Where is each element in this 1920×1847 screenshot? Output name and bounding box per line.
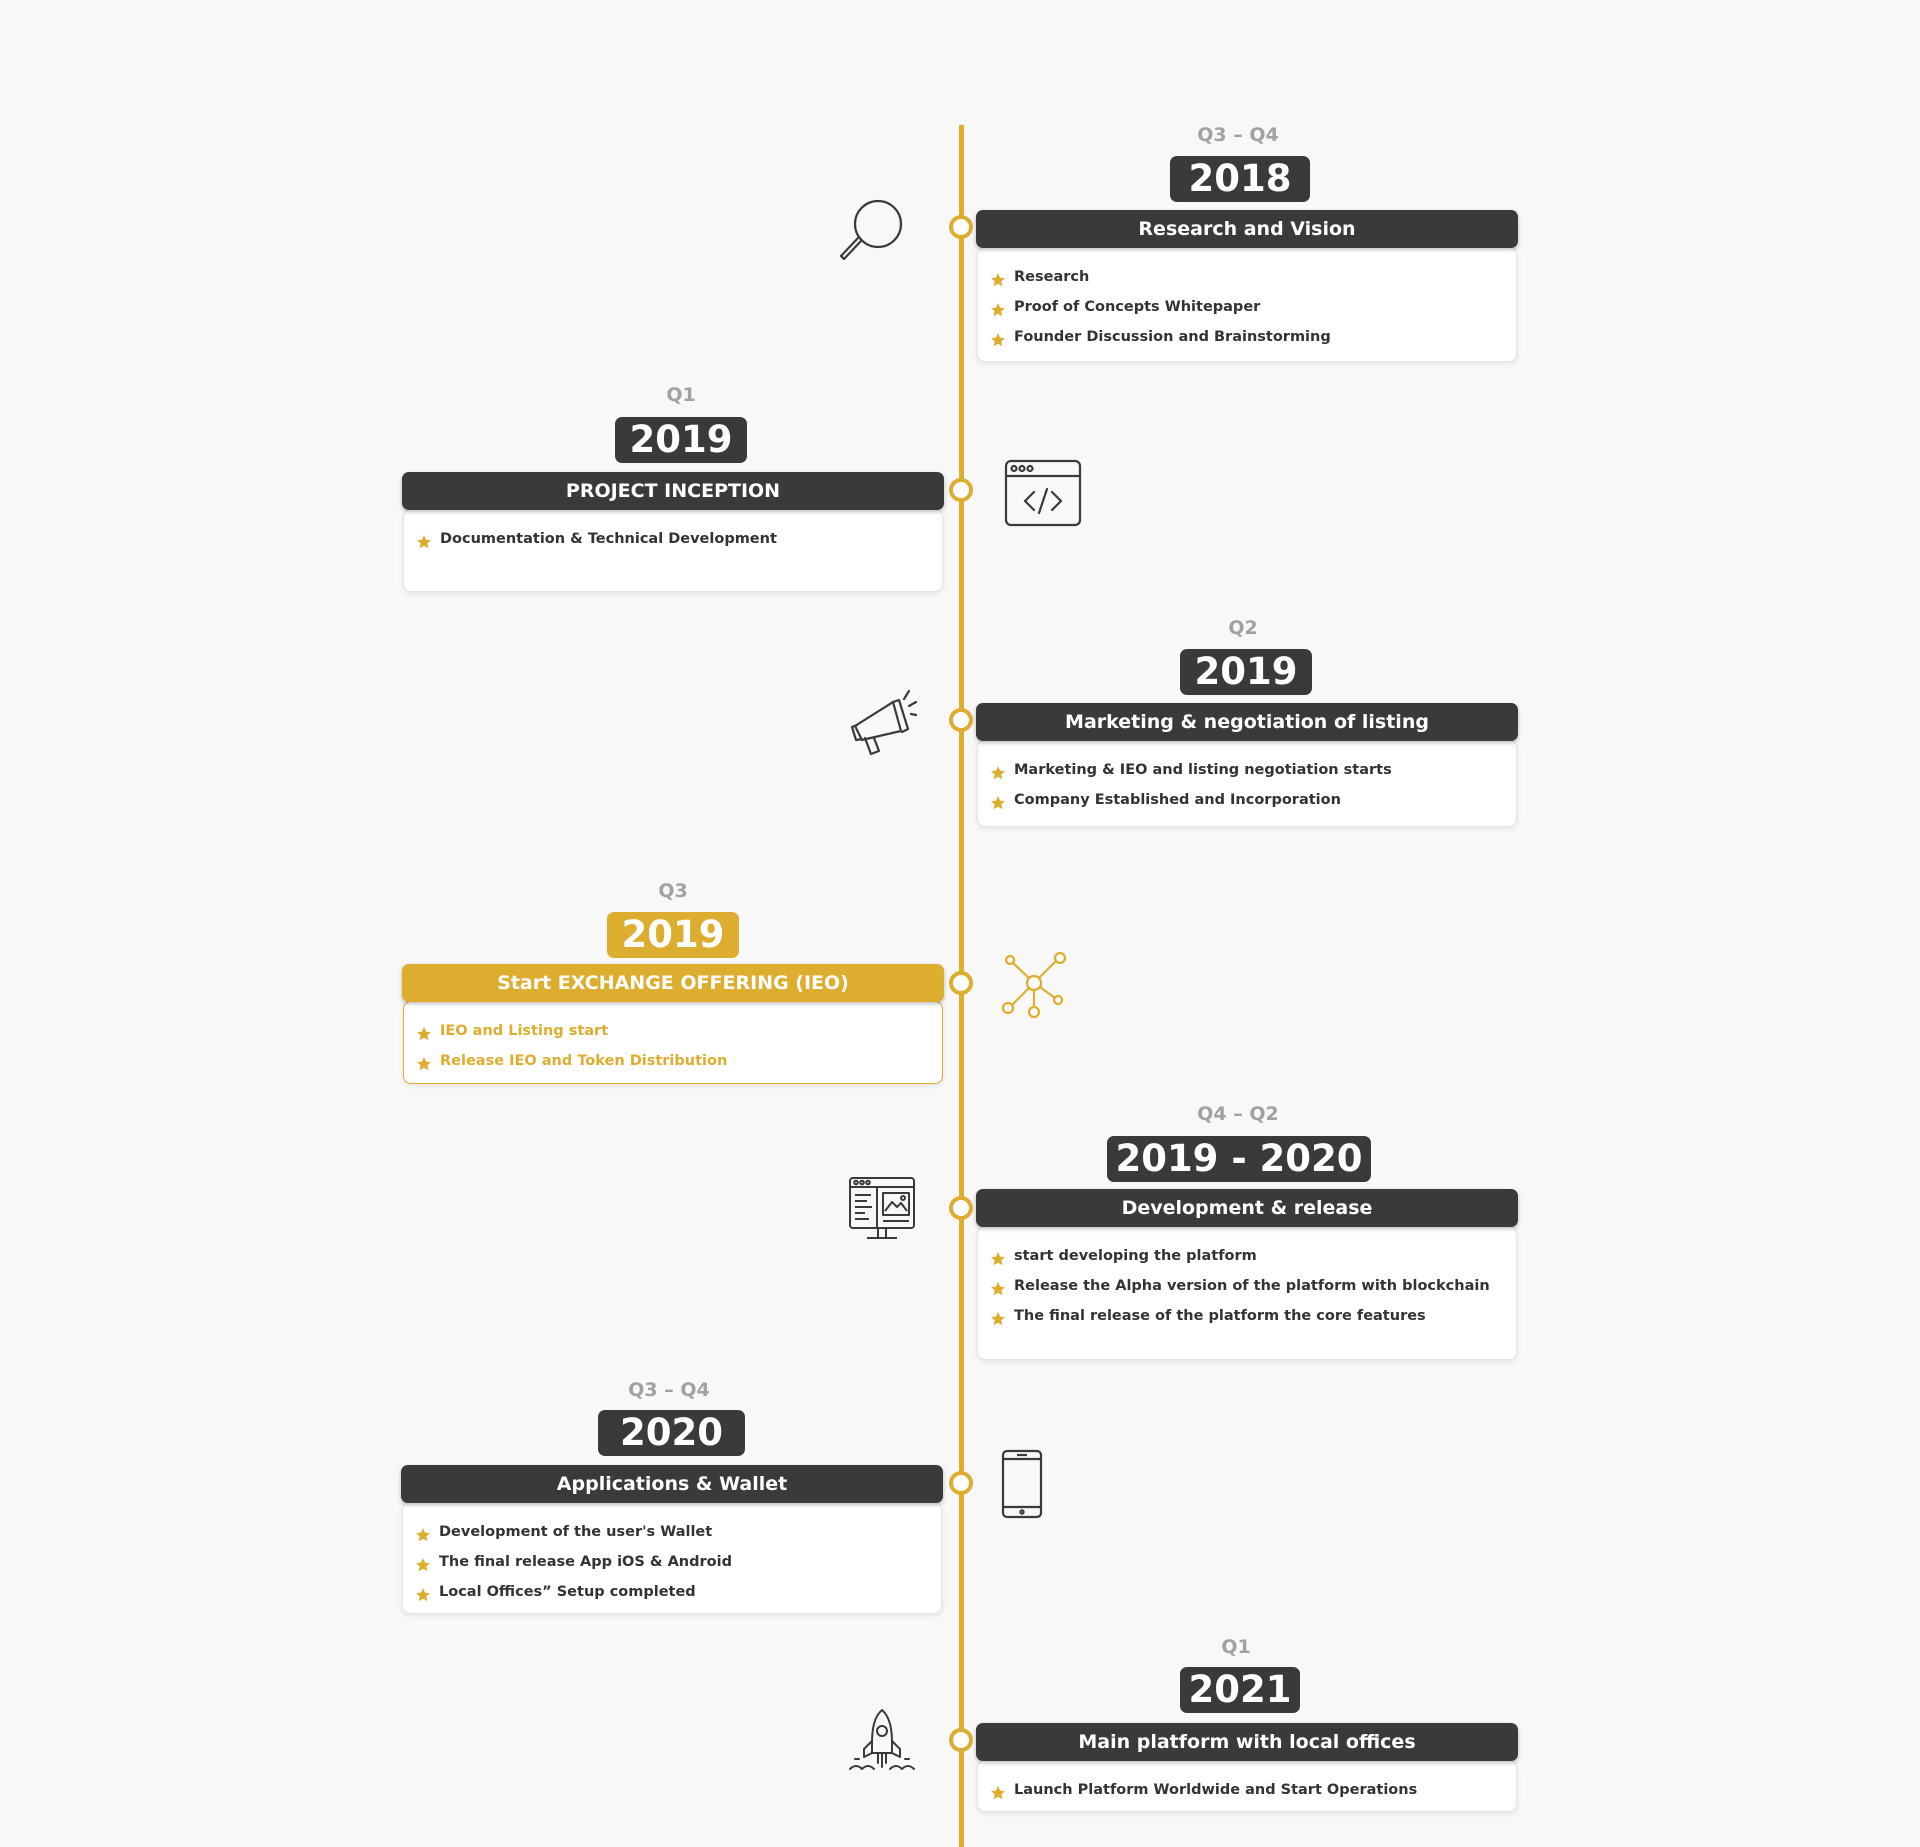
quarter-label: Q3 – Q4 — [628, 1379, 710, 1401]
year-badge: 2019 — [615, 417, 747, 463]
milestone-item: Local Offices” Setup completed — [415, 1577, 929, 1607]
milestone-title: Main platform with local offices — [976, 1723, 1518, 1761]
milestone-item: IEO and Listing start — [416, 1016, 930, 1046]
megaphone-icon — [847, 688, 918, 758]
timeline-node — [949, 1728, 973, 1752]
quarter-label: Q1 — [666, 384, 696, 406]
timeline-node — [949, 478, 973, 502]
milestone-title: PROJECT INCEPTION — [402, 472, 944, 510]
smartphone-icon — [1000, 1449, 1044, 1519]
network-nodes-icon — [1000, 950, 1070, 1020]
code-window-icon — [1003, 458, 1083, 528]
star-icon — [990, 792, 1006, 810]
year-badge: 2019 - 2020 — [1107, 1136, 1371, 1182]
milestone-card: PROJECT INCEPTION Documentation & Technic… — [402, 472, 944, 592]
milestone-item: The final release of the platform the co… — [990, 1301, 1504, 1331]
milestone-items: Launch Platform Worldwide and Start Oper… — [978, 1761, 1516, 1805]
star-icon — [990, 329, 1006, 347]
milestone-item-text: Local Offices” Setup completed — [439, 1584, 696, 1600]
year-badge: 2018 — [1170, 156, 1310, 202]
quarter-label: Q1 — [1221, 1636, 1251, 1658]
milestone-item-text: start developing the platform — [1014, 1248, 1257, 1264]
milestone-item: Marketing & IEO and listing negotiation … — [990, 755, 1504, 785]
timeline-node — [949, 1196, 973, 1220]
milestone-item-text: Documentation & Technical Development — [440, 531, 777, 547]
quarter-label: Q3 — [658, 880, 688, 902]
quarter-label: Q3 – Q4 — [1197, 124, 1279, 146]
milestone-title: Development & release — [976, 1189, 1518, 1227]
star-icon — [415, 1554, 431, 1572]
star-icon — [415, 1524, 431, 1542]
milestone-item-text: Development of the user's Wallet — [439, 1524, 713, 1540]
milestone-item: Release IEO and Token Distribution — [416, 1046, 930, 1076]
magnifier-icon — [838, 197, 908, 267]
star-icon — [990, 762, 1006, 780]
milestone-item-text: The final release App iOS & Android — [439, 1554, 732, 1570]
milestone-title: Start EXCHANGE OFFERING (IEO) — [402, 964, 944, 1002]
milestone-item-text: Release the Alpha version of the platfor… — [1014, 1278, 1490, 1294]
star-icon — [990, 1308, 1006, 1326]
timeline-node — [949, 1471, 973, 1495]
star-icon — [990, 1278, 1006, 1296]
milestone-item-text: Launch Platform Worldwide and Start Oper… — [1014, 1782, 1418, 1798]
milestone-item-text: Founder Discussion and Brainstorming — [1014, 329, 1331, 345]
star-icon — [990, 299, 1006, 317]
star-icon — [990, 269, 1006, 287]
milestone-item: Release the Alpha version of the platfor… — [990, 1271, 1504, 1301]
milestone-item: Launch Platform Worldwide and Start Oper… — [990, 1775, 1504, 1805]
milestone-title: Marketing & negotiation of listing — [976, 703, 1518, 741]
year-badge: 2019 — [1180, 649, 1312, 695]
web-development-icon — [847, 1175, 917, 1245]
quarter-label: Q4 – Q2 — [1197, 1103, 1279, 1125]
milestone-item-text: Company Established and Incorporation — [1014, 792, 1341, 808]
year-badge: 2021 — [1180, 1667, 1300, 1713]
star-icon — [416, 1053, 432, 1071]
star-icon — [416, 531, 432, 549]
timeline-node — [949, 215, 973, 239]
milestone-item: Research — [990, 262, 1504, 292]
quarter-label: Q2 — [1228, 617, 1258, 639]
milestone-card: Start EXCHANGE OFFERING (IEO)IEO and Lis… — [402, 964, 944, 1084]
milestone-item: start developing the platform — [990, 1241, 1504, 1271]
milestone-item: The final release App iOS & Android — [415, 1547, 929, 1577]
milestone-item: Proof of Concepts Whitepaper — [990, 292, 1504, 322]
star-icon — [990, 1782, 1006, 1800]
milestone-item: Founder Discussion and Brainstorming — [990, 322, 1504, 352]
milestone-item-text: Marketing & IEO and listing negotiation … — [1014, 762, 1392, 778]
milestone-item: Company Established and Incorporation — [990, 785, 1504, 815]
milestone-item-text: Release IEO and Token Distribution — [440, 1053, 728, 1069]
year-badge: 2019 — [607, 912, 739, 958]
milestone-title: Research and Vision — [976, 210, 1518, 248]
timeline-node — [949, 971, 973, 995]
milestone-title: Applications & Wallet — [401, 1465, 943, 1503]
milestone-items: Marketing & IEO and listing negotiation … — [978, 741, 1516, 815]
star-icon — [415, 1584, 431, 1602]
milestone-item-text: Proof of Concepts Whitepaper — [1014, 299, 1261, 315]
milestone-item-text: The final release of the platform the co… — [1014, 1308, 1426, 1324]
milestone-item: Documentation & Technical Development — [416, 524, 930, 554]
timeline-node — [949, 708, 973, 732]
year-badge: 2020 — [598, 1410, 745, 1456]
milestone-item: Development of the user's Wallet — [415, 1517, 929, 1547]
milestone-item-text: Research — [1014, 269, 1090, 285]
milestone-items: Documentation & Technical Development — [404, 510, 942, 554]
milestone-item-text: IEO and Listing start — [440, 1023, 609, 1039]
star-icon — [990, 1248, 1006, 1266]
star-icon — [416, 1023, 432, 1041]
rocket-icon — [847, 1707, 917, 1777]
